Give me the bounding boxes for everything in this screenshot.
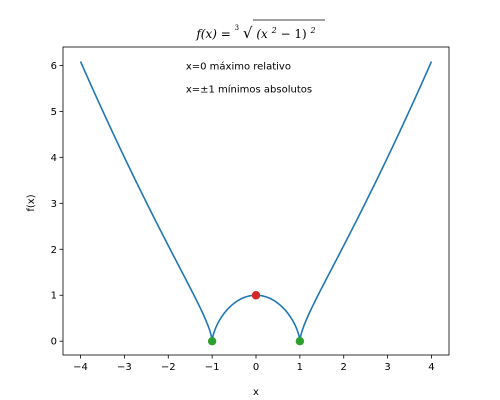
y-tick-label-1: 1 bbox=[51, 291, 57, 302]
title-exp: 2 bbox=[271, 26, 277, 35]
title-lhs: f(x) = bbox=[195, 27, 234, 41]
plot-area: −4 −3 −2 −1 0 1 2 3 4 0 1 2 3 4 5 6 x=0 máximo relativo x… bbox=[51, 46, 450, 373]
data-point-0 bbox=[251, 291, 261, 300]
x-tick-label-4: 0 bbox=[253, 362, 259, 373]
y-tick-label-0: 0 bbox=[51, 337, 57, 348]
x-tick-label-1: −3 bbox=[117, 362, 132, 373]
x-tick-label-6: 2 bbox=[341, 362, 347, 373]
annotation-0: x=0 máximo relativo bbox=[186, 60, 291, 72]
title-minus: − 1) bbox=[281, 27, 307, 41]
x-tick-label-8: 4 bbox=[428, 362, 434, 373]
title-root-index: 3 bbox=[235, 24, 239, 32]
y-tick-label-6: 6 bbox=[51, 61, 57, 72]
x-tick-label-7: 3 bbox=[384, 362, 390, 373]
data-point-2 bbox=[295, 337, 305, 346]
y-tick-label-4: 4 bbox=[51, 153, 57, 164]
y-tick-label-2: 2 bbox=[51, 245, 57, 256]
chart-title: f(x) = 3 √ (x 2 − 1) 2 bbox=[195, 19, 315, 42]
x-tick-label-5: 1 bbox=[297, 362, 303, 373]
annotation-1: x=±1 mínimos absolutos bbox=[186, 83, 312, 95]
data-point-1 bbox=[207, 337, 217, 346]
title-radicand: (x bbox=[256, 27, 268, 41]
x-tick-label-0: −4 bbox=[73, 362, 88, 373]
y-tick-label-5: 5 bbox=[51, 107, 57, 118]
x-tick-label-3: −1 bbox=[205, 362, 220, 373]
x-tick-label-2: −2 bbox=[161, 362, 176, 373]
y-tick-label-3: 3 bbox=[51, 199, 57, 210]
title-outer-exp: 2 bbox=[310, 26, 316, 35]
y-axis-label: f(x) bbox=[26, 194, 37, 211]
x-axis-label: x bbox=[253, 387, 259, 398]
title-radical-sign: √ bbox=[243, 24, 253, 42]
